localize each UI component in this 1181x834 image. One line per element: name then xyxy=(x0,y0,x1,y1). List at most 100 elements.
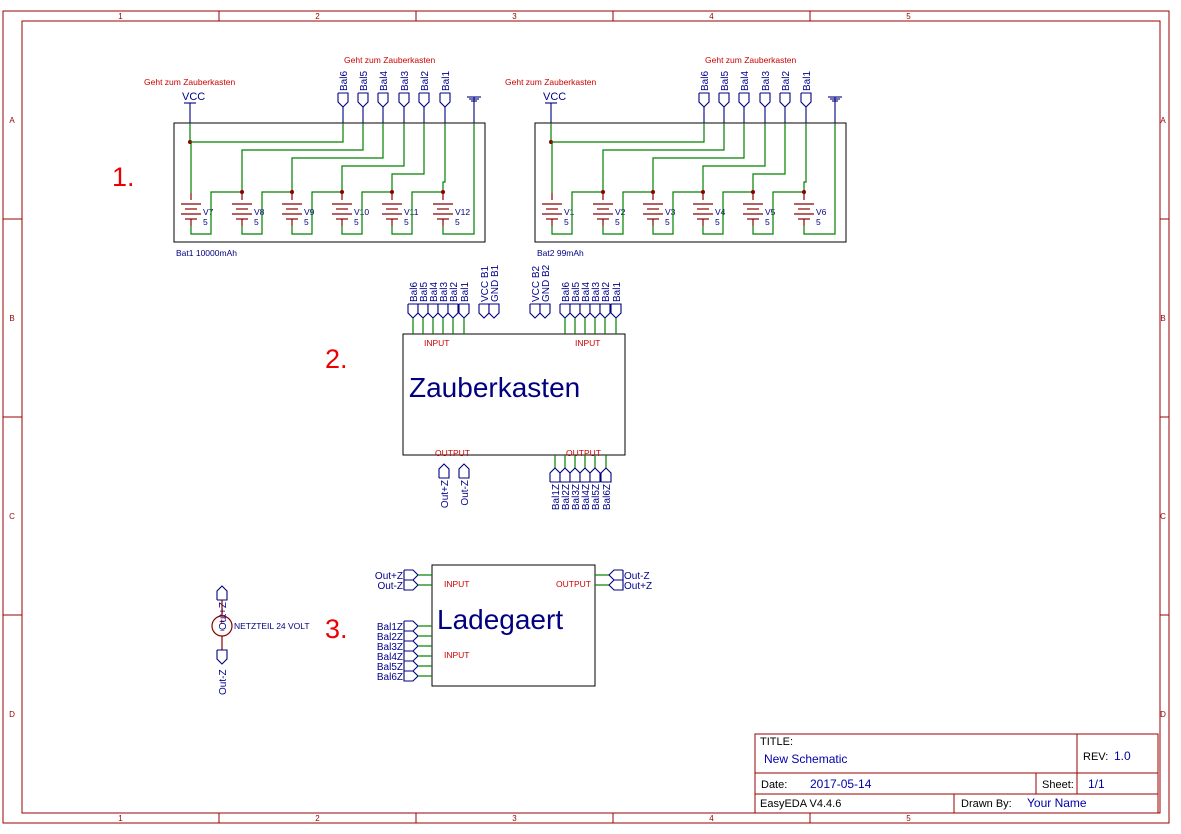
cell-value: 5 xyxy=(564,217,569,227)
zk-in-port-bal4-label: Bal4 xyxy=(581,282,592,302)
zk-in-port-bal5 xyxy=(569,303,581,319)
vcc-wire xyxy=(551,141,553,193)
lg-bal-port-bal6z-label: Bal6Z xyxy=(377,672,403,683)
bal-port-bal5-label: Bal5 xyxy=(359,71,370,91)
vcc-wire xyxy=(190,141,192,193)
cell-value: 5 xyxy=(715,217,720,227)
zk-in-port-bal3-label: Bal3 xyxy=(591,282,602,302)
bal-port-bal1 xyxy=(800,92,812,108)
section-number-3: 3. xyxy=(325,614,348,644)
title-value: New Schematic xyxy=(764,752,847,766)
column-marker-bottom: 4 xyxy=(709,814,714,823)
zk-out-port-bal1z-label: Bal1Z xyxy=(551,484,562,510)
row-marker-left: A xyxy=(9,116,15,125)
cell-value: 5 xyxy=(254,217,259,227)
lg-out-port-out-z-label: Out+Z xyxy=(624,581,652,592)
cell-value: 5 xyxy=(455,217,460,227)
column-marker-top: 3 xyxy=(512,12,517,21)
zk-in-port-vcc-b1-label: VCC B1 xyxy=(480,265,491,302)
bal-port-bal4 xyxy=(738,92,750,108)
cell-name: V12 xyxy=(455,207,470,217)
cell-value: 5 xyxy=(665,217,670,227)
lg-out-port-out-z xyxy=(608,579,624,591)
zk-out-port-out-z-label: Out+Z xyxy=(440,480,451,508)
cell-name: V2 xyxy=(615,207,626,217)
series-wire xyxy=(241,191,293,235)
zk-out-port-bal5z xyxy=(589,467,601,483)
zk-in-port-bal6 xyxy=(559,303,571,319)
zk-out-port-bal4z-label: Bal4Z xyxy=(581,484,592,510)
pack-name: Bat2 99mAh xyxy=(537,248,584,258)
bal-port-bal6-label: Bal6 xyxy=(339,71,350,91)
output-right-label: OUTPUT xyxy=(566,448,601,458)
zk-out-port-bal6z xyxy=(600,467,612,483)
lg-in-port-out-z xyxy=(403,569,419,581)
ladegaert-block: LadegaertINPUTINPUTOUTPUTOut+ZOut-ZBal1Z… xyxy=(375,564,652,687)
bal-wire xyxy=(341,123,405,193)
bal-wire xyxy=(241,123,364,193)
input-left-label: INPUT xyxy=(424,338,450,348)
zk-in-port-bal2 xyxy=(599,303,611,319)
bal-wire xyxy=(803,123,807,193)
bal-port-bal2 xyxy=(418,92,430,108)
drawn-by-value: Your Name xyxy=(1027,796,1087,810)
zk-in-port-vcc-b1 xyxy=(478,303,490,319)
zk-in-port-bal5 xyxy=(417,303,429,319)
series-wire xyxy=(190,191,243,235)
bal-port-bal5-label: Bal5 xyxy=(720,71,731,91)
junction-dot xyxy=(240,190,244,194)
lg-bal-port-bal5z xyxy=(403,660,419,672)
cell-name: V7 xyxy=(203,207,214,217)
bal-port-bal3 xyxy=(398,92,410,108)
junction-dot xyxy=(601,190,605,194)
series-wire xyxy=(752,191,805,235)
title-block: TITLE: New Schematic REV: 1.0 Date: 2017… xyxy=(754,733,1159,814)
cell-name: V9 xyxy=(304,207,315,217)
lg-bal-port-bal2z xyxy=(403,630,419,642)
cell-value: 5 xyxy=(304,217,309,227)
gnd-wire xyxy=(803,123,836,235)
zk-in-port-gnd-b1-label: GND B1 xyxy=(490,264,501,302)
junction-dot xyxy=(390,190,394,194)
cell-name: V11 xyxy=(404,207,419,217)
zk-in-port-bal1-label: Bal1 xyxy=(460,282,471,302)
cell-name: V8 xyxy=(254,207,265,217)
series-wire xyxy=(602,191,654,235)
pack-outline xyxy=(534,122,847,243)
zk-in-port-vcc-b2 xyxy=(529,303,541,319)
bal-port-bal3 xyxy=(759,92,771,108)
lg-out-port-out-z xyxy=(608,569,624,581)
bal-note: Geht zum Zauberkasten xyxy=(705,55,796,65)
cell-value: 5 xyxy=(404,217,409,227)
zk-out-port-bal2z xyxy=(559,467,571,483)
bal-port-bal4 xyxy=(377,92,389,108)
gnd-wire xyxy=(442,123,475,235)
zk-in-port-bal3 xyxy=(437,303,449,319)
zk-out-port-bal3z-label: Bal3Z xyxy=(571,484,582,510)
series-wire xyxy=(291,191,343,235)
zk-in-port-bal1-label: Bal1 xyxy=(612,282,623,302)
sheet-frame xyxy=(2,10,1170,824)
bal-port-bal2 xyxy=(779,92,791,108)
input-top-label: INPUT xyxy=(444,579,470,589)
junction-dot xyxy=(751,190,755,194)
bal-port-bal6 xyxy=(337,92,349,108)
zk-in-port-gnd-b2 xyxy=(539,303,551,319)
row-marker-left: C xyxy=(9,512,15,521)
row-marker-right: C xyxy=(1160,512,1166,521)
section-number-1: 1. xyxy=(112,162,135,192)
column-marker-bottom: 3 xyxy=(512,814,517,823)
row-marker-right: B xyxy=(1160,314,1165,323)
series-wire xyxy=(702,191,754,235)
column-marker-top: 5 xyxy=(906,12,911,21)
section-number-2: 2. xyxy=(325,344,348,374)
cell-name: V3 xyxy=(665,207,676,217)
junction-dot xyxy=(340,190,344,194)
bal-port-bal4-label: Bal4 xyxy=(379,71,390,91)
column-marker-bottom: 1 xyxy=(118,814,123,823)
netzteil-label: NETZTEIL 24 VOLT xyxy=(234,621,310,631)
zk-in-port-vcc-b2-label: VCC B2 xyxy=(531,265,542,302)
